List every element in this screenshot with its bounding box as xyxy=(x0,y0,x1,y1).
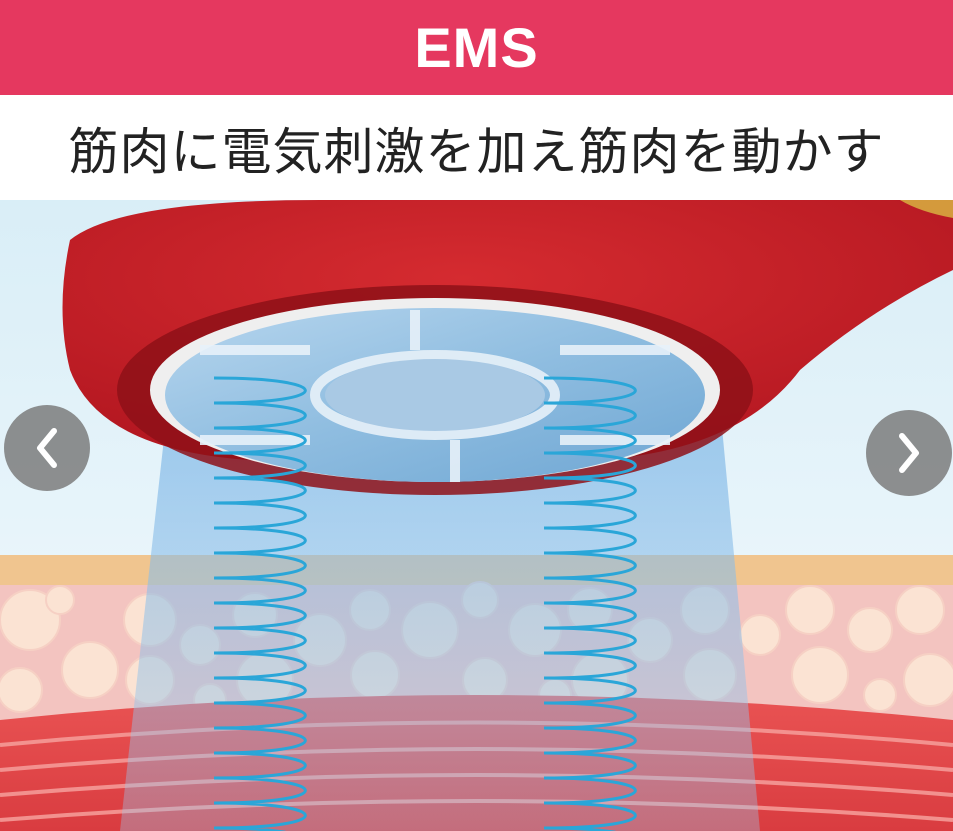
chevron-left-icon xyxy=(37,428,57,468)
wave-left xyxy=(213,376,307,831)
device-accent xyxy=(900,200,953,218)
slide-subtitle: 筋肉に電気刺激を加え筋肉を動かす xyxy=(68,122,885,181)
title-bar: EMS xyxy=(0,0,953,95)
carousel-prev-button[interactable] xyxy=(4,405,90,491)
pad-center xyxy=(325,359,545,431)
wave-right xyxy=(543,376,637,831)
current-beam xyxy=(120,385,760,831)
chevron-right-icon xyxy=(899,433,919,473)
carousel-next-button[interactable] xyxy=(866,410,952,496)
slide-title: EMS xyxy=(414,16,539,79)
subtitle-bar: 筋肉に電気刺激を加え筋肉を動かす xyxy=(0,95,953,200)
ems-illustration xyxy=(0,200,953,831)
pad-grooves xyxy=(200,310,670,482)
